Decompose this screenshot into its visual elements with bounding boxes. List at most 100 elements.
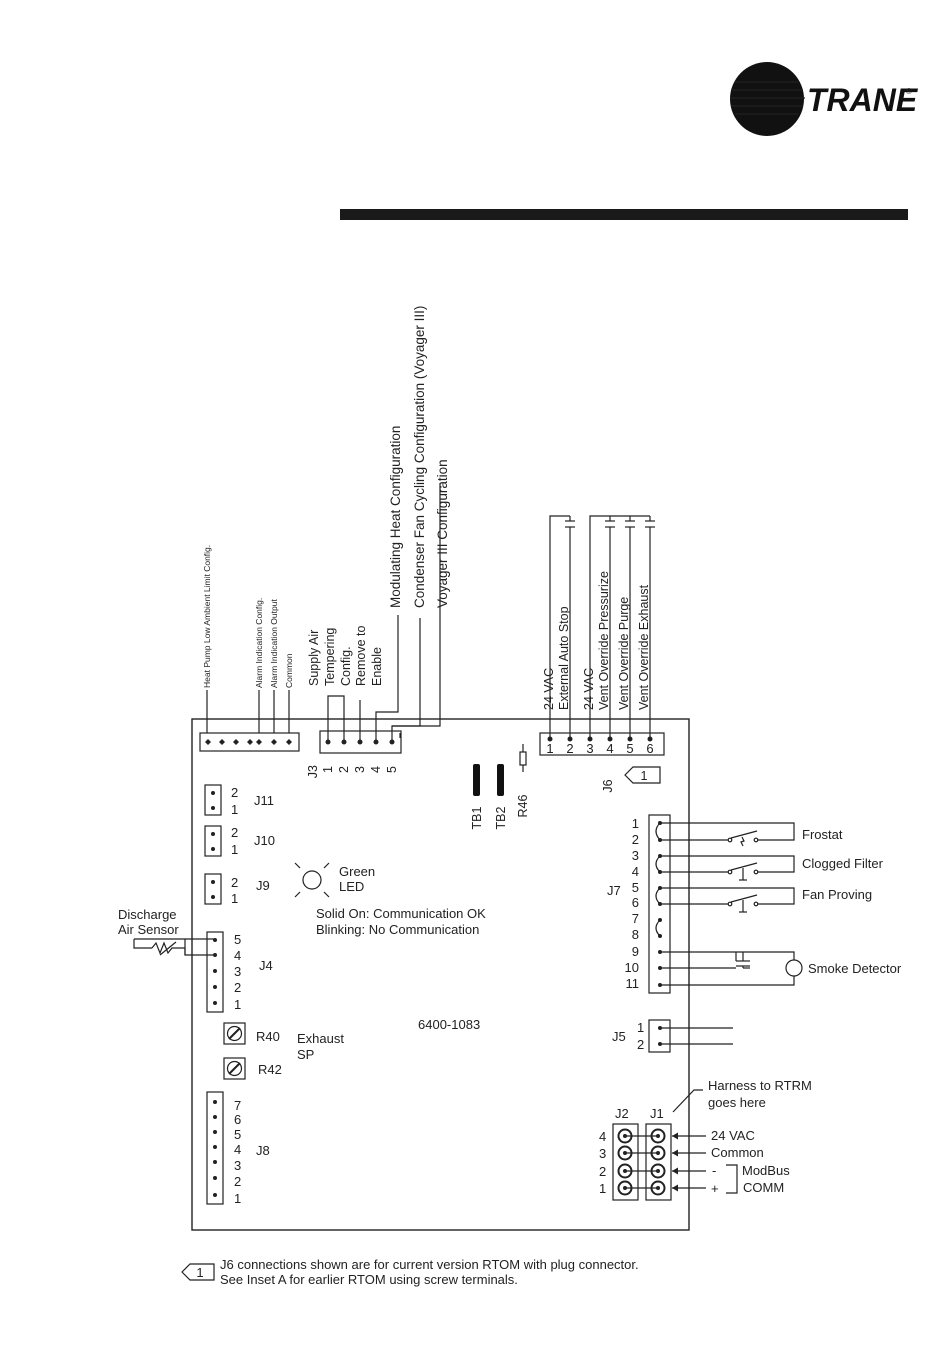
j7-label: J7 [607, 883, 621, 898]
j6-label-24vac-1: 24 VAC [542, 668, 556, 710]
j6-label-exhaust: Vent Override Exhaust [637, 584, 651, 710]
r42-potentiometer-icon [223, 1057, 246, 1080]
thermistor-icon [151, 941, 185, 955]
svg-text:3: 3 [234, 964, 241, 979]
svg-text:1: 1 [546, 741, 553, 756]
svg-text:10: 10 [625, 960, 639, 975]
harness-label-line1: Harness to RTRM [708, 1078, 812, 1093]
part-number: 6400-1083 [418, 1017, 480, 1032]
j10-pin-1: 1 [231, 842, 238, 857]
frostat-switch [660, 822, 795, 847]
svg-text:4: 4 [599, 1129, 606, 1144]
j2-terminals [617, 1128, 633, 1196]
svg-text:5: 5 [632, 880, 639, 895]
r46-label: R46 [516, 794, 530, 817]
svg-text:4: 4 [632, 864, 639, 879]
j6-label-pressurize: Vent Override Pressurize [597, 571, 611, 710]
j5-connector [648, 1019, 671, 1053]
smoke-detector-wiring [660, 951, 803, 986]
j11-label: J11 [254, 793, 274, 808]
j9-pin-1: 1 [231, 891, 238, 906]
j4-pin-labels: 5 4 3 2 1 [234, 932, 241, 1012]
j4-label: J4 [259, 958, 273, 973]
svg-text:6: 6 [234, 1112, 241, 1127]
harness-pointer [672, 1089, 703, 1113]
j2-connector [612, 1123, 639, 1201]
tb2-block [497, 764, 504, 796]
smoke-detector-label: Smoke Detector [808, 961, 902, 976]
footnote-tag [181, 1263, 215, 1281]
led-label-line1: Green [339, 864, 375, 879]
svg-text:5: 5 [626, 741, 633, 756]
j11-connector [204, 784, 222, 816]
svg-text:2: 2 [337, 766, 351, 773]
j6-pin-labels: 1 2 3 4 5 6 [546, 741, 653, 756]
j8-connector [206, 1091, 224, 1205]
footnote-tag-number: 1 [196, 1265, 203, 1280]
svg-text:3: 3 [353, 766, 367, 773]
tb1-block [473, 764, 480, 796]
j1-signal-minus: - [712, 1163, 716, 1178]
svg-text:5: 5 [385, 766, 399, 773]
j1-signal-plus: + [711, 1181, 719, 1196]
j6-note-tag [624, 766, 661, 784]
svg-text:Remove to: Remove to [354, 626, 368, 686]
config-header-connector [199, 732, 300, 752]
label-common: Common [284, 653, 294, 688]
j8-label: J8 [256, 1143, 270, 1158]
brand-registered: ® [906, 87, 912, 96]
j6-label: J6 [601, 779, 615, 792]
j3-label: J3 [306, 765, 320, 778]
svg-text:2: 2 [566, 741, 573, 756]
j5-label: J5 [612, 1029, 626, 1044]
svg-text:4: 4 [369, 766, 383, 773]
svg-text:3: 3 [234, 1158, 241, 1173]
j1-signal-common: Common [711, 1145, 764, 1160]
svg-text:2: 2 [234, 980, 241, 995]
j7-pin-labels: 1 2 3 4 5 6 7 8 9 10 11 [625, 816, 639, 991]
clogged-filter-label: Clogged Filter [802, 856, 884, 871]
r40-label: R40 [256, 1029, 280, 1044]
svg-text:2: 2 [234, 1174, 241, 1189]
j1-signal-24vac: 24 VAC [711, 1128, 755, 1143]
svg-text:5: 5 [234, 1127, 241, 1142]
svg-text:11: 11 [626, 976, 640, 991]
discharge-label-line2: Air Sensor [118, 922, 179, 937]
led-status-line1: Solid On: Communication OK [316, 906, 486, 921]
svg-text:6: 6 [632, 895, 639, 910]
svg-text:4: 4 [234, 1142, 241, 1157]
j8-pins [213, 1100, 217, 1197]
svg-text:Config.: Config. [339, 646, 353, 686]
svg-text:5: 5 [234, 932, 241, 947]
j1-terminals [650, 1128, 666, 1196]
discharge-label-line1: Discharge [118, 907, 177, 922]
j5-pin-1: 1 [637, 1020, 644, 1035]
svg-text:7: 7 [234, 1098, 241, 1113]
j2-label: J2 [615, 1106, 629, 1121]
j1-connector [645, 1123, 672, 1201]
exhaust-label-line1: Exhaust [297, 1031, 344, 1046]
svg-text:4: 4 [234, 948, 241, 963]
svg-text:3: 3 [599, 1146, 606, 1161]
j5-pin-2: 2 [637, 1037, 644, 1052]
j9-label: J9 [256, 878, 270, 893]
j9-pin-2: 2 [231, 875, 238, 890]
footnote-line1: J6 connections shown are for current ver… [220, 1257, 639, 1272]
led-label-line2: LED [339, 879, 364, 894]
tb2-label: TB2 [494, 806, 508, 829]
r42-label: R42 [258, 1062, 282, 1077]
frostat-label: Frostat [802, 827, 843, 842]
modbus-label: ModBus [742, 1163, 790, 1178]
j4-pins [213, 938, 217, 1005]
supply-air-label: Supply Air Tempering Config. Remove to E… [307, 626, 384, 686]
j6-connector [539, 732, 665, 756]
j6-label-purge: Vent Override Purge [617, 597, 631, 710]
config-header-pins [205, 739, 292, 745]
r40-potentiometer-icon [223, 1022, 246, 1045]
svg-text:1: 1 [632, 816, 639, 831]
j9-connector [204, 873, 222, 905]
j8-pin-labels: 7 6 5 4 3 2 1 [234, 1098, 241, 1206]
j1-signal-arrows [672, 1132, 706, 1192]
svg-text:2: 2 [632, 832, 639, 847]
